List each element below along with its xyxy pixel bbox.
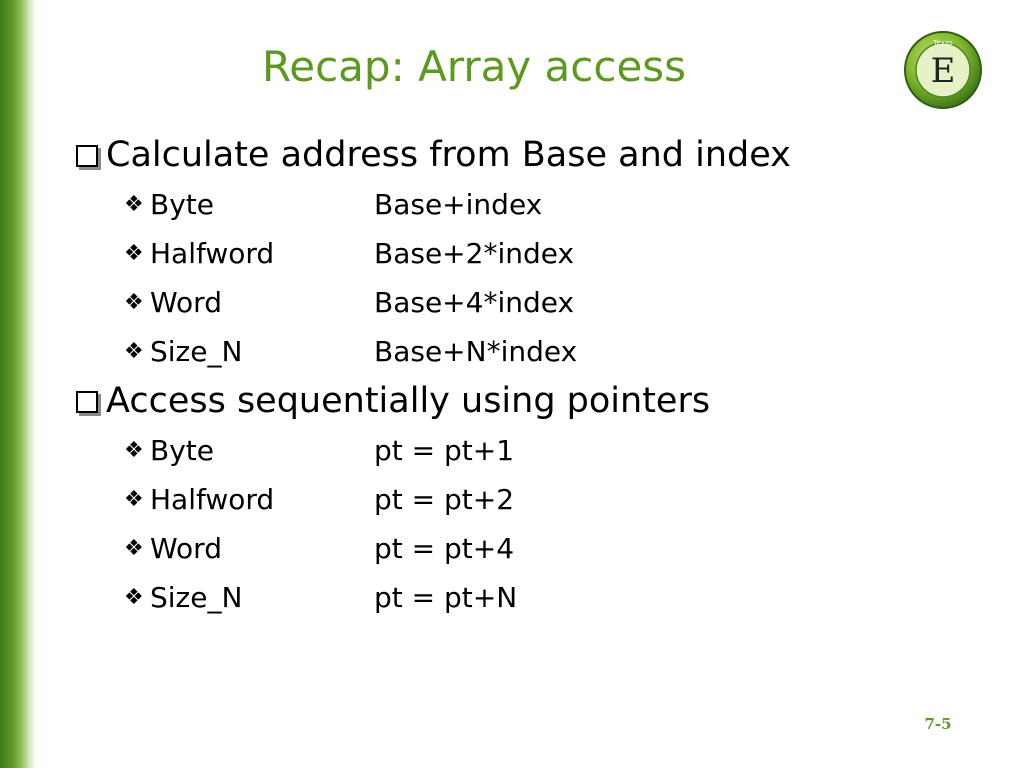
list-item: ❖ Byte pt = pt+1 [124,426,976,475]
diamond-bullet-icon: ❖ [124,535,144,561]
diamond-bullet-icon: ❖ [124,437,144,463]
logo-ring-text: Texas [932,39,953,47]
item-term: Halfword [150,236,275,270]
item-term: Word [150,285,222,319]
item-term: Size_N [150,334,243,368]
item-formula: Base+N*index [374,334,578,368]
list-item: ❖ Word Base+4*index [124,278,976,327]
item-formula: pt = pt+4 [374,531,515,565]
section-address-calculation: Calculate address from Base and index ❖ … [76,130,976,376]
item-formula: Base+2*index [374,236,575,270]
list-item: ❖ Byte Base+index [124,180,976,229]
list-item: ❖ Size_N pt = pt+N [124,573,976,622]
left-accent-bar [0,0,36,768]
section-sequential-access: Access sequentially using pointers ❖ Byt… [76,376,976,622]
slide-content: Calculate address from Base and index ❖ … [76,130,976,622]
item-formula: Base+index [374,187,543,221]
item-term: Size_N [150,580,243,614]
item-term: Byte [150,433,214,467]
texas-e-seal-logo: Texas E [904,31,982,109]
section-heading-text: Calculate address from Base and index [106,135,791,175]
diamond-bullet-icon: ❖ [124,191,144,217]
section-heading: Access sequentially using pointers [76,376,976,426]
list-item: ❖ Word pt = pt+4 [124,524,976,573]
diamond-bullet-icon: ❖ [124,486,144,512]
item-formula: pt = pt+N [374,580,518,614]
diamond-bullet-icon: ❖ [124,584,144,610]
item-formula: Base+4*index [374,285,575,319]
section-heading: Calculate address from Base and index [76,130,976,180]
item-formula: pt = pt+2 [374,482,515,516]
diamond-bullet-icon: ❖ [124,338,144,364]
square-bullet-icon [76,145,98,167]
list-item: ❖ Size_N Base+N*index [124,327,976,376]
diamond-bullet-icon: ❖ [124,240,144,266]
item-formula: pt = pt+1 [374,433,515,467]
item-term: Word [150,531,222,565]
slide-title: Recap: Array access [261,42,687,91]
list-item: ❖ Halfword Base+2*index [124,229,976,278]
square-bullet-icon [76,391,98,413]
page-number: 7-5 [924,715,952,733]
item-term: Byte [150,187,214,221]
logo-letter: E [931,51,956,91]
diamond-bullet-icon: ❖ [124,289,144,315]
section-heading-text: Access sequentially using pointers [106,381,711,421]
list-item: ❖ Halfword pt = pt+2 [124,475,976,524]
item-term: Halfword [150,482,275,516]
